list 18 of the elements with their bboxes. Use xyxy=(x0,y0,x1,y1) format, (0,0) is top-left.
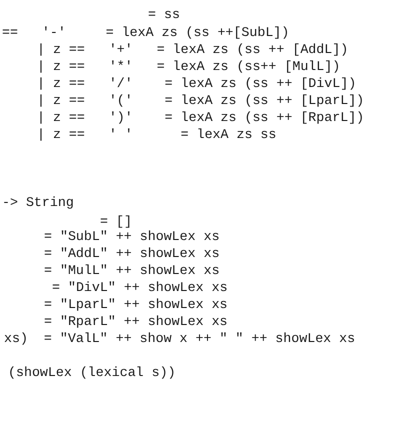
code-line: = "LparL" ++ showLex xs xyxy=(44,297,228,312)
code-line: = "MulL" ++ showLex xs xyxy=(44,263,220,278)
code-line: | z == '(' = lexA zs (ss ++ [LparL]) xyxy=(37,93,364,108)
code-line: | z == '+' = lexA zs (ss ++ [AddL]) xyxy=(37,42,348,57)
code-line: = "SubL" ++ showLex xs xyxy=(44,229,220,244)
code-line: | z == '/' = lexA zs (ss ++ [DivL]) xyxy=(37,76,356,91)
code-line: = "AddL" ++ showLex xs xyxy=(44,246,220,261)
code-line: == '-' = lexA zs (ss ++[SubL]) xyxy=(2,25,290,40)
code-line: | z == ')' = lexA zs (ss ++ [RparL]) xyxy=(37,110,364,125)
code-line: = "DivL" ++ showLex xs xyxy=(52,280,228,295)
code-line: = [] xyxy=(100,214,132,229)
code-line: xs) = "ValL" ++ show x ++ " " ++ showLex xs xyxy=(4,331,356,346)
code-line: | z == '*' = lexA zs (ss++ [MulL]) xyxy=(37,59,340,74)
code-line: | z == ' ' = lexA zs ss xyxy=(37,127,276,142)
code-line: (showLex (lexical s)) xyxy=(8,365,176,380)
code-line: -> String xyxy=(2,195,74,210)
code-line: = "RparL" ++ showLex xs xyxy=(44,314,228,329)
code-line: = ss xyxy=(148,7,180,22)
